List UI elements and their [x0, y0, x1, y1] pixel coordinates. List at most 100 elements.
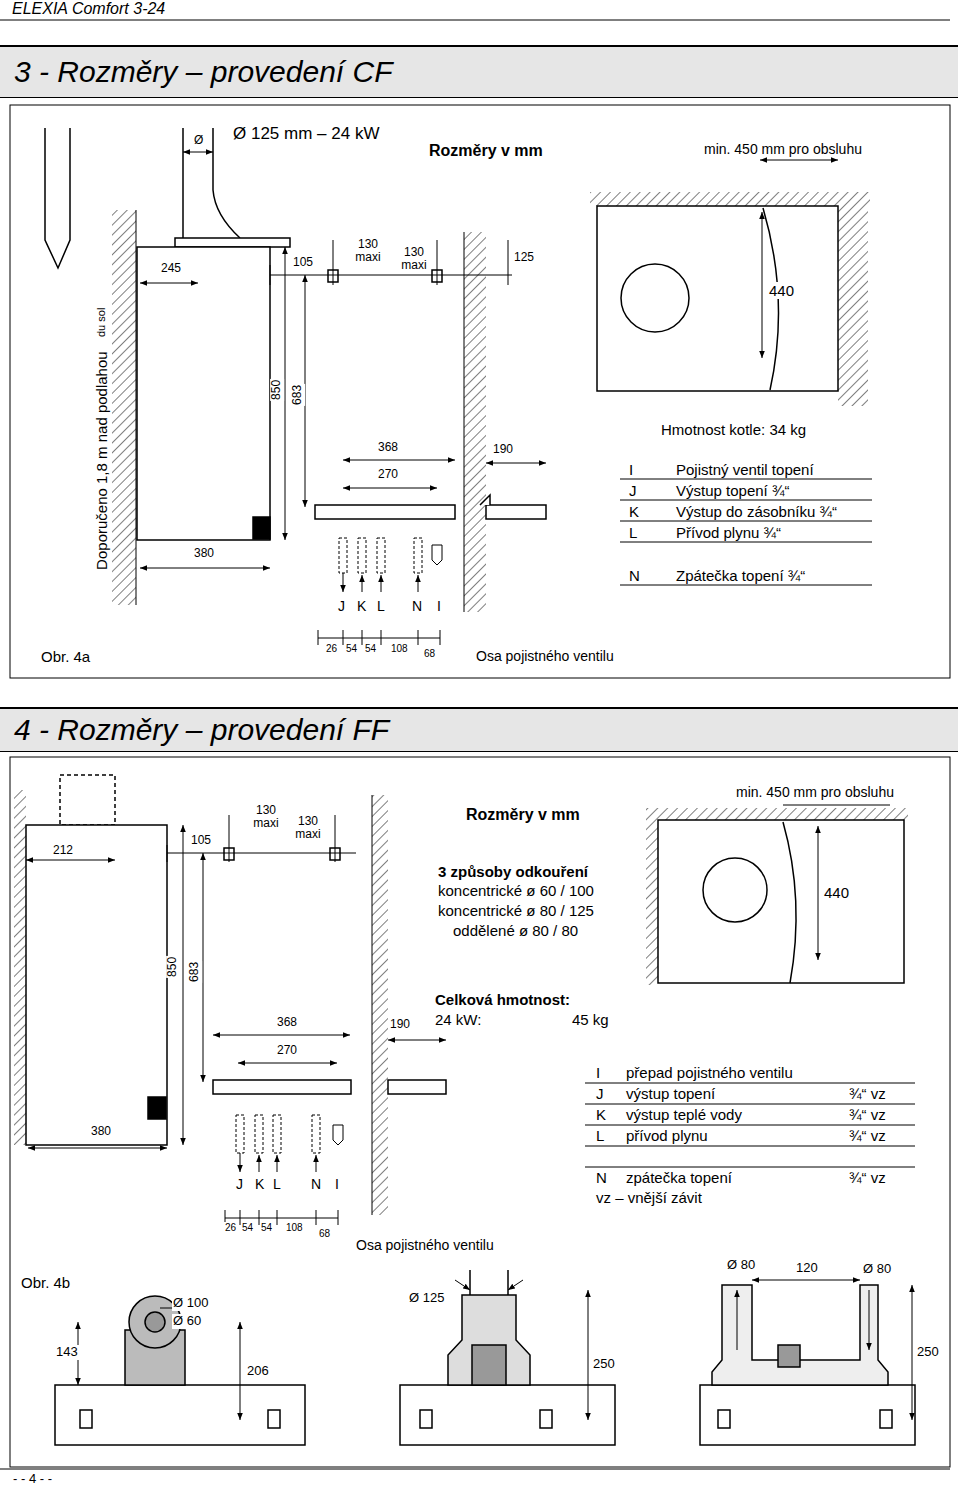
drawing-label: 54	[345, 643, 358, 655]
table-rules	[620, 479, 872, 480]
drawing-label: 125	[513, 251, 535, 265]
drawing-label: 108	[285, 1222, 304, 1234]
top-view	[703, 858, 767, 922]
drawing-label: vz – vnější závit	[595, 1189, 703, 1206]
flue-variants	[737, 1290, 738, 1350]
rotated-dimension: Doporučeno 1,8 m nad podlahou	[92, 350, 109, 571]
wall-hatching	[14, 790, 26, 1145]
drawing-label: J	[628, 482, 638, 499]
drawing-label: N	[310, 1176, 322, 1192]
dimension-lines	[343, 488, 437, 489]
boiler-outline	[137, 238, 546, 540]
table-rules	[620, 479, 872, 585]
wall-hatching	[112, 192, 870, 612]
dimension-lines	[318, 630, 319, 645]
drawing-label: 54	[260, 1222, 273, 1234]
top-view	[597, 206, 838, 391]
boiler-outline	[26, 775, 446, 1145]
drawing-label: 130 maxi	[398, 246, 430, 271]
pipe-connections	[236, 1115, 343, 1172]
drawing-label: 270	[377, 468, 399, 482]
drawing-label: Pojistný ventil topení	[675, 461, 815, 478]
top-view	[783, 805, 890, 806]
drawing-label: ¾“ vz	[848, 1127, 887, 1144]
dimension-lines	[338, 1210, 339, 1225]
drawing-label: L	[595, 1127, 605, 1144]
drawing-label: 380	[90, 1125, 112, 1139]
table-rules	[585, 1104, 915, 1105]
drawing-label: 440	[768, 282, 795, 299]
wall-hatching	[372, 795, 373, 1215]
dimension-lines	[362, 630, 363, 645]
dimension-lines	[343, 460, 455, 461]
drawing-label: I	[334, 1176, 340, 1192]
flue-variants	[472, 1345, 506, 1385]
drawing-label: Zpátečka topení ¾“	[675, 567, 806, 584]
dimension-lines	[140, 152, 546, 645]
boiler-outline	[175, 238, 290, 247]
pipe-connections	[418, 575, 419, 592]
drawing-label: 190	[492, 443, 514, 457]
drawing-label: 206	[246, 1364, 270, 1379]
flue-variants	[400, 1385, 615, 1445]
drawing-label: ¾“ vz	[848, 1085, 887, 1102]
drawing-label: 143	[55, 1345, 79, 1360]
boiler-outline	[480, 495, 490, 505]
dimension-lines	[381, 630, 382, 645]
dimension-lines	[167, 853, 356, 854]
pipe-connections	[255, 1115, 263, 1153]
dimension-lines	[437, 240, 438, 285]
drawing-label: 380	[193, 547, 215, 561]
dimension-lines	[343, 630, 344, 645]
table-rules	[585, 1167, 915, 1168]
wall-hatching	[838, 206, 868, 406]
dimension-lines	[183, 825, 184, 1145]
drawing-label: 250	[916, 1345, 940, 1360]
page-rules	[10, 757, 950, 1467]
pipe-connections	[381, 575, 382, 592]
dimension-lines	[388, 1040, 446, 1041]
drawing-label: 440	[823, 884, 850, 901]
flue-pipe	[182, 128, 184, 238]
page-rules	[0, 1469, 950, 1470]
drawing-label: 105	[292, 256, 314, 270]
drawing-label: 26	[224, 1222, 237, 1234]
drawing-label: 54	[364, 643, 377, 655]
drawing-label: 26	[325, 643, 338, 655]
top-view	[762, 212, 763, 358]
drawing-label: K	[595, 1106, 607, 1123]
top-view	[597, 160, 838, 391]
pipe-connections	[343, 573, 344, 592]
drawing-label: Hmotnost kotle: 34 kg	[660, 421, 807, 438]
table-rules	[620, 542, 872, 543]
boiler-outline	[315, 505, 455, 519]
pipe-connections	[316, 1155, 317, 1172]
drawing-label: N	[628, 567, 641, 584]
drawing-label: 245	[160, 262, 182, 276]
flue-variants	[752, 1280, 860, 1281]
dimension-lines	[28, 1148, 167, 1149]
page-header: ELEXIA Comfort 3-24	[12, 0, 165, 18]
drawing-label: 3 způsoby odkouření	[437, 863, 589, 880]
drawing-label: 24 kW:	[434, 1011, 482, 1028]
drawing-label: Ø 80	[726, 1258, 756, 1273]
page-rules	[10, 105, 950, 678]
section-heading-band: 3 - Rozměry – provedení CF	[0, 45, 958, 98]
table-rules	[585, 1146, 915, 1147]
flue-variants	[145, 1312, 165, 1332]
pipe-connections	[236, 1115, 244, 1153]
table-rules	[585, 1083, 915, 1167]
drawing-label: 105	[190, 834, 212, 848]
flue-variants	[469, 1270, 471, 1295]
drawing-label: 368	[276, 1016, 298, 1030]
drawing-label: K	[356, 598, 367, 614]
wall-hatching	[646, 808, 908, 820]
drawing-label: 190	[389, 1018, 411, 1032]
pipe-connections	[414, 538, 422, 573]
boiler-outline	[253, 517, 270, 539]
flue-pipe	[213, 190, 240, 238]
pipe-connections	[362, 575, 363, 592]
flue-variants	[880, 1410, 892, 1428]
drawing-label: zpátečka topení	[625, 1169, 733, 1186]
drawing-label: Osa pojistného ventilu	[355, 1237, 495, 1253]
